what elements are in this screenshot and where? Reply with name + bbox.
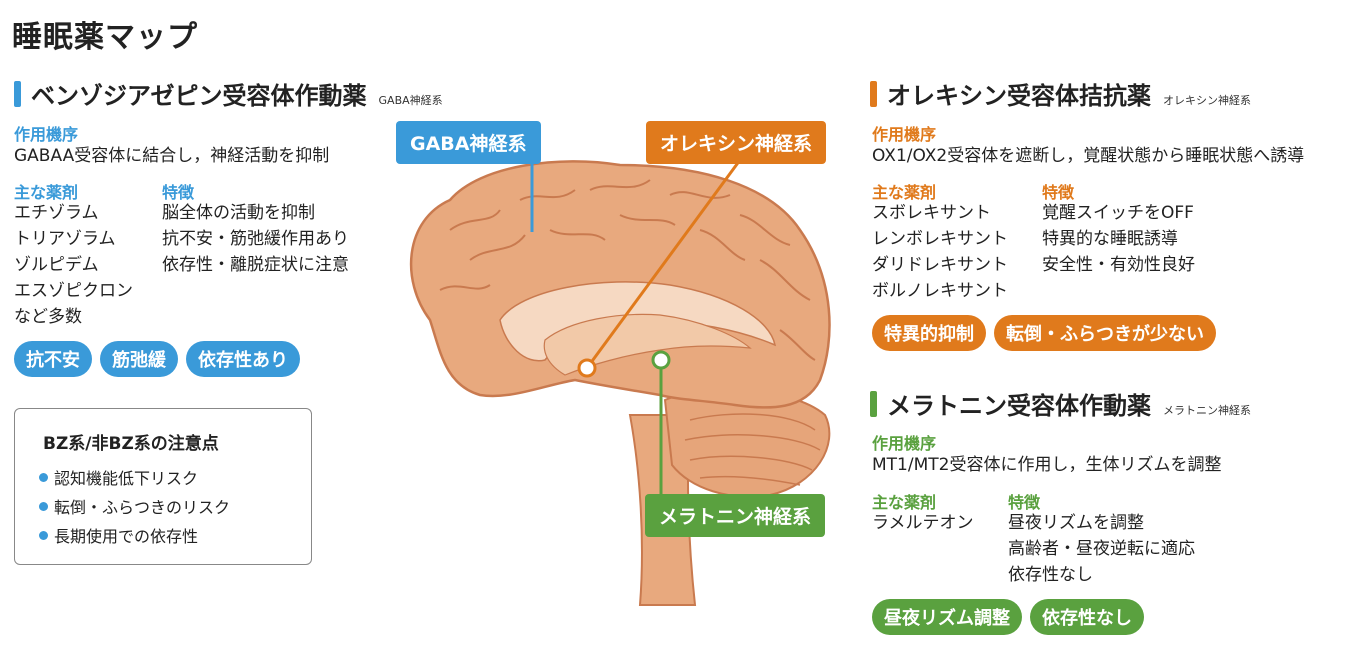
melatonin-mechanism: MT1/MT2受容体に作用し，生体リズムを調整 xyxy=(872,455,1222,475)
drug-item: トリアゾラム xyxy=(14,229,116,249)
orexin-feature-list: 覚醒スイッチをOFF 特異的な睡眠誘導 安全性・有効性良好 xyxy=(1042,200,1195,278)
feature-item: 特異的な睡眠誘導 xyxy=(1042,229,1178,249)
gaba-callout: GABA神経系 xyxy=(396,121,541,164)
caution-text: 転倒・ふらつきのリスク xyxy=(54,498,231,517)
drug-item: エチゾラム xyxy=(14,203,99,223)
orexin-mechanism-label: 作用機序 xyxy=(872,125,937,144)
orexin-title-text: オレキシン受容体拮抗薬 xyxy=(887,82,1151,110)
orexin-drugs-label: 主な薬剤 xyxy=(872,183,937,202)
drug-item: ダリドレキサント xyxy=(872,255,1008,275)
brain-illustration xyxy=(409,159,831,606)
drug-item: エスゾピクロン xyxy=(14,281,133,301)
melatonin-drugs-label: 主な薬剤 xyxy=(872,493,937,512)
drug-item: など多数 xyxy=(14,307,82,327)
feature-item: 昼夜リズムを調整 xyxy=(1008,513,1144,533)
melatonin-section-title: メラトニン受容体作動薬 メラトニン神経系 xyxy=(870,386,1251,421)
melatonin-callout: メラトニン神経系 xyxy=(645,494,826,537)
bz-subtitle: GABA神経系 xyxy=(378,94,443,107)
feature-item: 覚醒スイッチをOFF xyxy=(1042,203,1194,223)
tag-badge: 依存性なし xyxy=(1030,599,1144,635)
thalamus-region xyxy=(543,313,752,376)
orexin-connector xyxy=(585,159,742,369)
orexin-mechanism: OX1/OX2受容体を遮断し，覚醒状態から睡眠状態へ誘導 xyxy=(872,146,1305,166)
bz-drug-list: エチゾラム トリアゾラム ゾルピデム エスゾピクロン など多数 xyxy=(14,200,133,330)
feature-item: 依存性なし xyxy=(1008,565,1093,585)
feature-item: 安全性・有効性良好 xyxy=(1042,255,1195,275)
drug-item: ゾルピデム xyxy=(14,255,99,275)
feature-item: 脳全体の活動を抑制 xyxy=(162,203,315,223)
feature-item: 高齢者・昼夜逆転に適応 xyxy=(1008,539,1195,559)
drug-item: レンボレキサント xyxy=(872,229,1008,249)
melatonin-subtitle: メラトニン神経系 xyxy=(1163,404,1251,417)
bz-features-label: 特徴 xyxy=(162,183,195,202)
orexin-tags: 特異的抑制 転倒・ふらつきが少ない xyxy=(872,315,1216,351)
orexin-subtitle: オレキシン神経系 xyxy=(1163,94,1251,107)
feature-item: 抗不安・筋弛緩作用あり xyxy=(162,229,349,249)
bullet-icon xyxy=(39,472,48,482)
orexin-drug-list: スボレキサント レンボレキサント ダリドレキサント ボルノレキサント xyxy=(872,200,1008,304)
bz-feature-list: 脳全体の活動を抑制 抗不安・筋弛緩作用あり 依存性・離脱症状に注意 xyxy=(162,200,349,278)
bz-section-title: ベンゾジアゼピン受容体作動薬 GABA神経系 xyxy=(14,76,443,111)
bz-title-text: ベンゾジアゼピン受容体作動薬 xyxy=(31,82,367,110)
caution-item: 長期使用での依存性 xyxy=(39,523,198,547)
caution-item: 転倒・ふらつきのリスク xyxy=(39,494,230,518)
caution-item: 認知機能低下リスク xyxy=(39,465,198,489)
feature-item: 依存性・離脱症状に注意 xyxy=(162,255,349,275)
tag-badge: 依存性あり xyxy=(186,341,300,377)
tag-badge: 昼夜リズム調整 xyxy=(872,599,1022,635)
melatonin-title-text: メラトニン受容体作動薬 xyxy=(887,392,1151,420)
caution-box: BZ系/非BZ系の注意点 認知機能低下リスク 転倒・ふらつきのリスク 長期使用で… xyxy=(14,408,312,565)
section-marker xyxy=(870,390,877,417)
melatonin-target-marker xyxy=(651,350,671,370)
bz-mechanism: GABAA受容体に結合し，神経活動を抑制 xyxy=(14,146,330,166)
bz-mechanism-label: 作用機序 xyxy=(14,125,79,144)
bz-tags: 抗不安 筋弛緩 依存性あり xyxy=(14,341,300,377)
cerebrum-gyri xyxy=(439,179,816,361)
cerebellum-folds xyxy=(684,413,821,486)
section-marker xyxy=(14,80,21,107)
tag-badge: 転倒・ふらつきが少ない xyxy=(994,315,1216,351)
melatonin-feature-list: 昼夜リズムを調整 高齢者・昼夜逆転に適応 依存性なし xyxy=(1008,510,1195,588)
tag-badge: 筋弛緩 xyxy=(100,341,178,377)
melatonin-drug-list: ラメルテオン xyxy=(872,510,974,536)
section-marker xyxy=(870,80,877,107)
bullet-icon xyxy=(39,501,48,511)
tag-badge: 特異的抑制 xyxy=(872,315,986,351)
orexin-callout: オレキシン神経系 xyxy=(646,121,827,164)
orexin-target-marker xyxy=(577,358,597,378)
caution-title: BZ系/非BZ系の注意点 xyxy=(43,434,219,454)
melatonin-mechanism-label: 作用機序 xyxy=(872,434,937,453)
drug-item: スボレキサント xyxy=(872,203,991,223)
orexin-section-title: オレキシン受容体拮抗薬 オレキシン神経系 xyxy=(870,76,1251,111)
melatonin-features-label: 特徴 xyxy=(1008,493,1041,512)
caution-text: 長期使用での依存性 xyxy=(54,527,199,546)
tag-badge: 抗不安 xyxy=(14,341,92,377)
orexin-features-label: 特徴 xyxy=(1042,183,1075,202)
caution-text: 認知機能低下リスク xyxy=(54,469,199,488)
drug-item: ボルノレキサント xyxy=(872,281,1008,301)
page-title: 睡眠薬マップ xyxy=(12,20,198,55)
drug-item: ラメルテオン xyxy=(872,513,974,533)
melatonin-tags: 昼夜リズム調整 依存性なし xyxy=(872,599,1144,635)
bz-drugs-label: 主な薬剤 xyxy=(14,183,79,202)
bullet-icon xyxy=(39,530,48,540)
